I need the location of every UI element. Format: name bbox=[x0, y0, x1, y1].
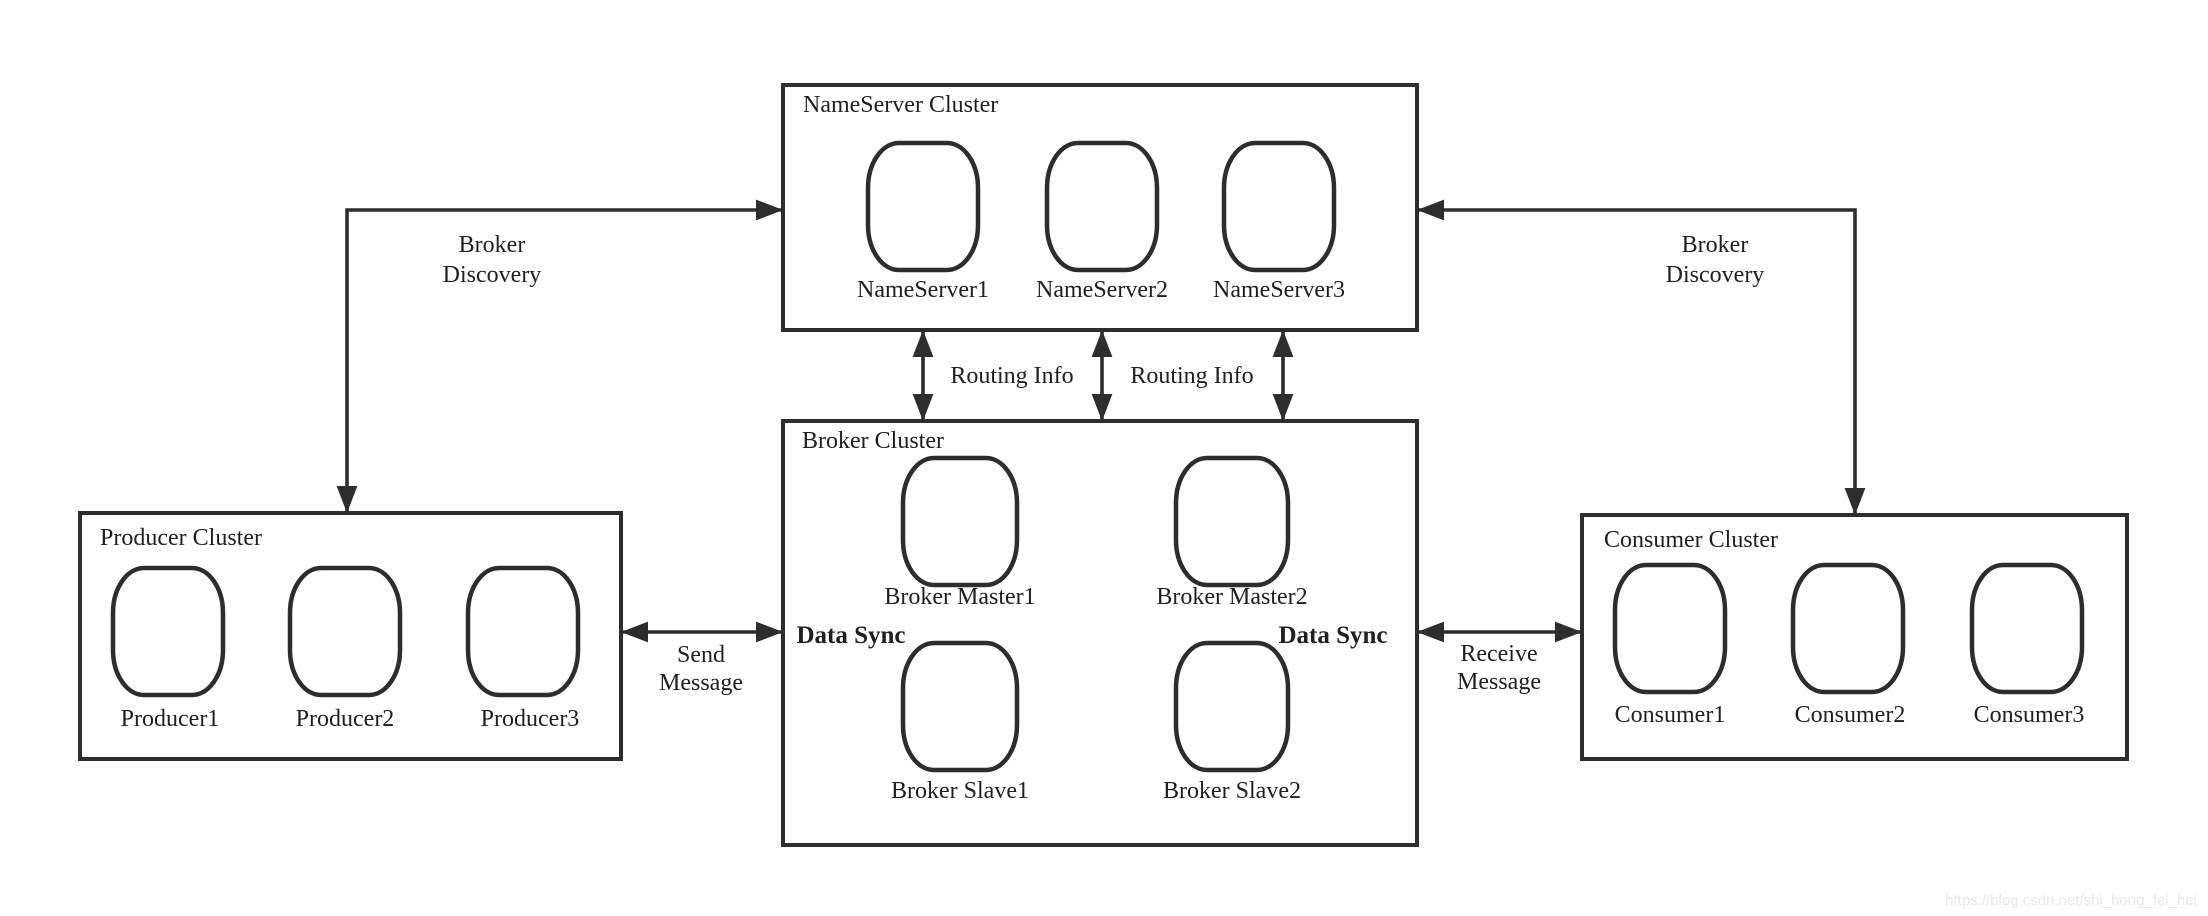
receive-message-label-line1: Receive bbox=[1460, 641, 1537, 667]
broker-discovery-left-label-line2: Discovery bbox=[443, 262, 542, 288]
consumer-cluster-title: Consumer Cluster bbox=[1604, 527, 1778, 553]
nameserver3-node-shape bbox=[1221, 140, 1337, 273]
broker-cluster-title: Broker Cluster bbox=[802, 428, 944, 454]
consumer2-label: Consumer2 bbox=[1795, 702, 1906, 728]
watermark-text: https://blog.csdn.net/shi_hong_fei_hei bbox=[1945, 892, 2197, 909]
data-sync-right-label: Data Sync bbox=[1278, 622, 1387, 649]
send-message-label-line1: Send bbox=[677, 642, 725, 668]
producer1-node-shape bbox=[110, 565, 226, 698]
producer3-node-shape bbox=[465, 565, 581, 698]
receive-message-label-line2: Message bbox=[1457, 669, 1541, 695]
consumer1-node-shape bbox=[1612, 562, 1728, 695]
send-message-label-line2: Message bbox=[659, 670, 743, 696]
nameserver1-node-shape bbox=[865, 140, 981, 273]
nameserver-cluster-title: NameServer Cluster bbox=[803, 92, 998, 118]
routing-info-label-1: Routing Info bbox=[950, 363, 1073, 389]
broker-master1-node-shape bbox=[900, 455, 1020, 588]
nameserver2-node-shape bbox=[1044, 140, 1160, 273]
broker-discovery-left-label-line1: Broker bbox=[459, 232, 526, 258]
broker-cluster-box bbox=[781, 419, 1419, 847]
broker-slave2-node-shape bbox=[1173, 640, 1291, 773]
broker-master2-node-shape bbox=[1173, 455, 1291, 588]
producer1-label: Producer1 bbox=[121, 706, 220, 732]
producer3-label: Producer3 bbox=[481, 706, 580, 732]
consumer1-label: Consumer1 bbox=[1615, 702, 1726, 728]
consumer3-node-shape bbox=[1969, 562, 2085, 695]
producer2-label: Producer2 bbox=[296, 706, 395, 732]
consumer3-label: Consumer3 bbox=[1974, 702, 2085, 728]
routing-info-label-2: Routing Info bbox=[1130, 363, 1253, 389]
producer2-node-shape bbox=[287, 565, 403, 698]
broker-discovery-right-label-line2: Discovery bbox=[1666, 262, 1765, 288]
broker-discovery-right-arrow bbox=[1417, 199, 1866, 515]
producer-cluster-title: Producer Cluster bbox=[100, 525, 262, 551]
broker-master1-label: Broker Master1 bbox=[884, 584, 1035, 610]
broker-slave1-label: Broker Slave1 bbox=[891, 778, 1029, 804]
broker-slave1-node-shape bbox=[900, 640, 1020, 773]
consumer2-node-shape bbox=[1790, 562, 1906, 695]
nameserver3-label: NameServer3 bbox=[1213, 277, 1345, 303]
broker-discovery-right-label-line1: Broker bbox=[1682, 232, 1749, 258]
data-sync-left-label: Data Sync bbox=[796, 622, 905, 649]
broker-discovery-left-arrow bbox=[336, 199, 783, 513]
nameserver1-label: NameServer1 bbox=[857, 277, 989, 303]
broker-slave2-label: Broker Slave2 bbox=[1163, 778, 1301, 804]
nameserver2-label: NameServer2 bbox=[1036, 277, 1168, 303]
broker-master2-label: Broker Master2 bbox=[1156, 584, 1307, 610]
